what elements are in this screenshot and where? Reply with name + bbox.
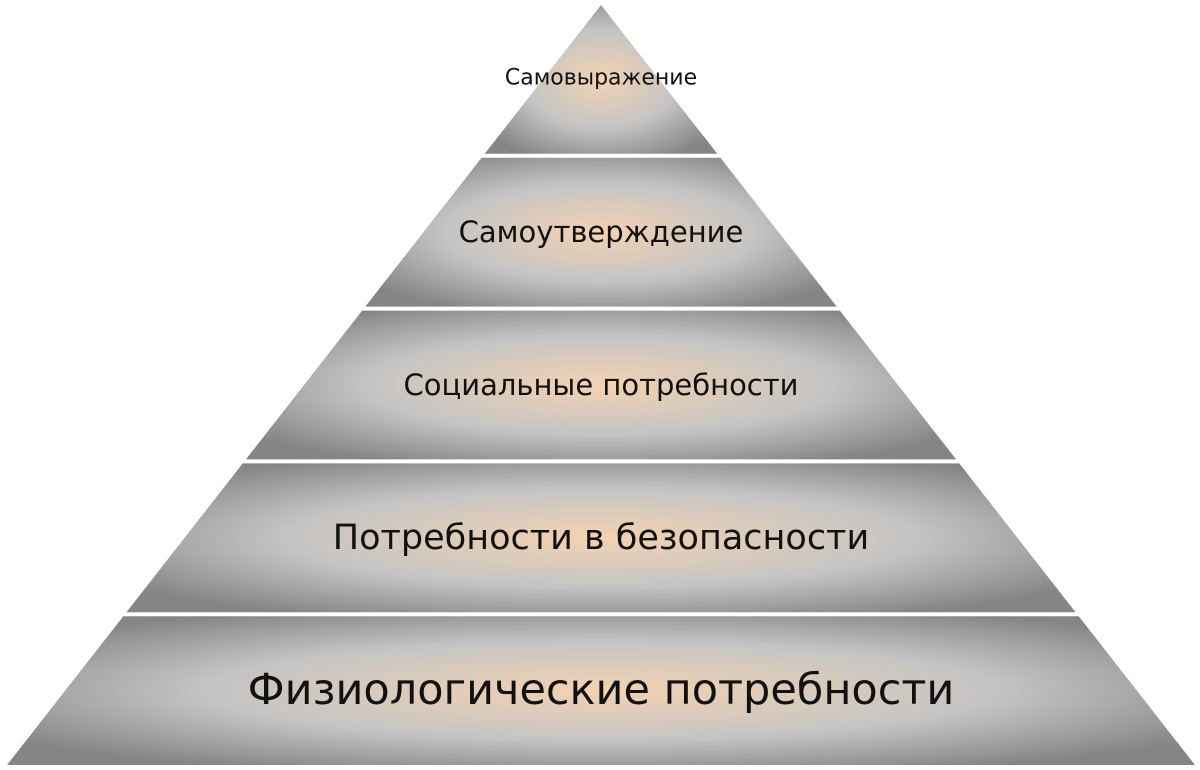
- pyramid-level-4: [126, 463, 1076, 613]
- level-label-safety-needs: Потребности в безопасности: [333, 518, 869, 558]
- pyramid-level-2: [365, 157, 837, 307]
- pyramid-level-1: [484, 5, 718, 154]
- level-label-self-affirmation: Самоутверждение: [459, 215, 744, 249]
- level-label-self-expression: Самовыражение: [505, 66, 697, 91]
- pyramid-level-5: [7, 616, 1195, 765]
- pyramid-level-3: [245, 310, 957, 460]
- level-label-social-needs: Социальные потребности: [403, 368, 798, 402]
- level-label-physiological-needs: Физиологические потребности: [248, 665, 955, 715]
